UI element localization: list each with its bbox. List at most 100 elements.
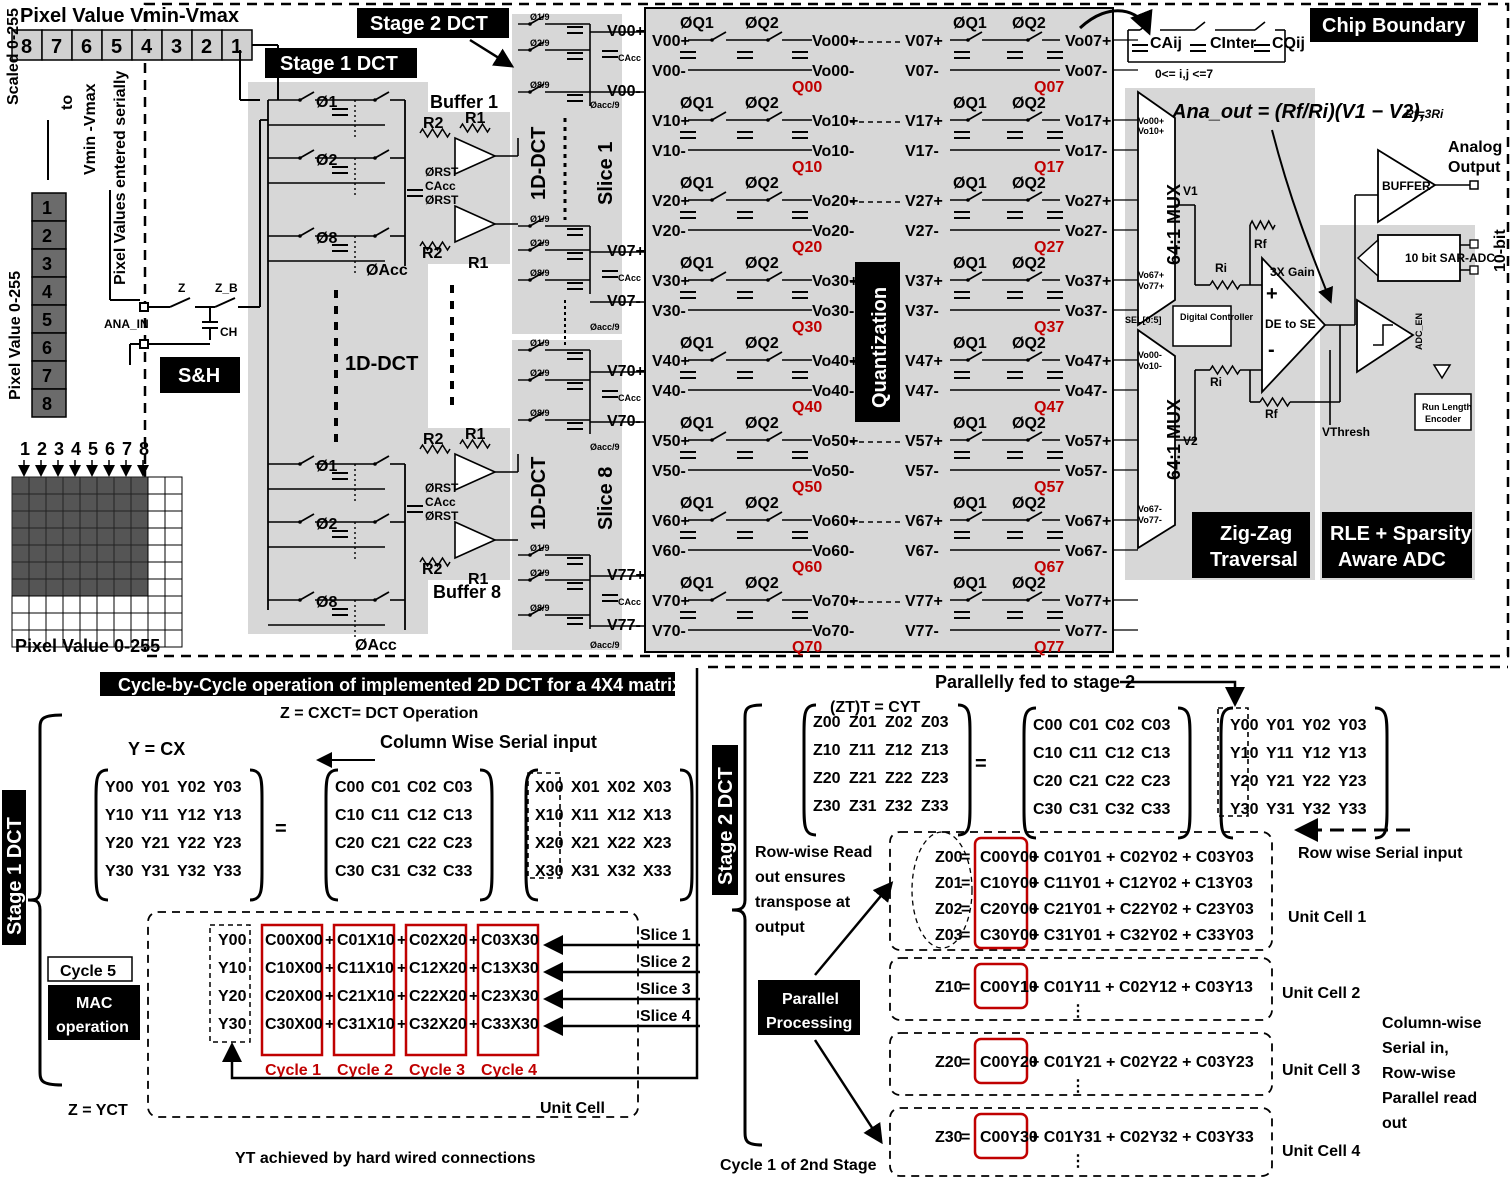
q-switch bbox=[767, 111, 783, 121]
pixel-num: 7 bbox=[42, 366, 52, 386]
q-vout: Vo60+ bbox=[812, 513, 858, 530]
z-matrix-entry: Z30 bbox=[813, 798, 841, 815]
q-index-left: Q50 bbox=[792, 479, 822, 496]
slice-switch bbox=[529, 606, 545, 616]
switch-node bbox=[966, 598, 970, 602]
q-vout-neg: Vo30- bbox=[812, 303, 854, 320]
cap-aij: CAij bbox=[1150, 35, 1182, 52]
grid-cell bbox=[113, 578, 132, 597]
c2-matrix-entry: C10 bbox=[1033, 745, 1062, 762]
mux-bottom-label: 64:1 MUX bbox=[1164, 399, 1184, 480]
q-vout: Vo10+ bbox=[812, 113, 858, 130]
cycle-label: Cycle 2 bbox=[337, 1062, 393, 1079]
stage1-brace bbox=[27, 713, 63, 1087]
x-matrix-entry: X33 bbox=[643, 863, 672, 880]
grid-cell bbox=[113, 493, 132, 512]
grid-cell bbox=[79, 510, 98, 529]
grid-cell bbox=[28, 561, 47, 580]
mux-in-4: Vo00- bbox=[1138, 350, 1162, 360]
grid-cell bbox=[147, 544, 166, 563]
phi-q1: ØQ1 bbox=[680, 255, 714, 272]
chip-boundary-label: Chip Boundary bbox=[1322, 15, 1466, 37]
mac-plus: + bbox=[397, 1016, 406, 1033]
slice-switch bbox=[529, 241, 545, 251]
chip-boundary-tag bbox=[1310, 8, 1478, 42]
q-switch bbox=[1027, 351, 1043, 361]
x-matrix-entry: X31 bbox=[571, 863, 600, 880]
phi-q1: ØQ1 bbox=[680, 175, 714, 192]
grid-cell bbox=[45, 595, 64, 614]
q-vin-neg: V10- bbox=[652, 143, 686, 160]
pixel-cell bbox=[31, 248, 67, 278]
pixel-cell bbox=[31, 360, 67, 390]
x-matrix-entry: X00 bbox=[535, 779, 564, 796]
switch-node bbox=[528, 278, 532, 282]
y-cx: Y = CX bbox=[128, 739, 185, 759]
y-matrix-entry: Y11 bbox=[141, 807, 169, 824]
q-switch bbox=[1027, 591, 1043, 601]
c2-matrix-entry: C23 bbox=[1141, 773, 1170, 790]
uc-c: C00Y30 bbox=[980, 1129, 1038, 1146]
de-to-se: DE to SE bbox=[1265, 317, 1316, 331]
switch-node bbox=[1026, 518, 1030, 522]
pixel-0-255-label: Pixel Value 0-255 bbox=[7, 271, 24, 400]
uc1-z: Z02 bbox=[935, 901, 963, 918]
y2-matrix-entry: Y22 bbox=[1302, 773, 1331, 790]
z-matrix-entry: Z31 bbox=[849, 798, 877, 815]
rle-block-label-2: Encoder bbox=[1425, 414, 1462, 424]
slice-phase: Ø8/9 bbox=[530, 408, 550, 418]
grid-header: 5 bbox=[88, 439, 98, 459]
phi-switch bbox=[299, 227, 315, 237]
grid-cell bbox=[96, 612, 115, 631]
comparator bbox=[1356, 298, 1415, 374]
q-vin-neg: V60- bbox=[652, 543, 686, 560]
slice-phase: Ø8/9 bbox=[530, 80, 550, 90]
slice-phase: Ø2/9 bbox=[530, 238, 550, 248]
q-vin-r: V37+ bbox=[905, 273, 943, 290]
c2-matrix-entry: C33 bbox=[1141, 801, 1170, 818]
y2-matrix-entry: Y33 bbox=[1338, 801, 1367, 818]
x-matrix-entry: X01 bbox=[571, 779, 600, 796]
grid-cell bbox=[130, 527, 149, 546]
sh-block bbox=[160, 357, 240, 393]
backend-circuit: +- bbox=[1113, 39, 1479, 631]
cap-inter: CInter bbox=[1210, 35, 1256, 52]
stage2-title-box bbox=[357, 8, 509, 38]
y-col-entry: Y10 bbox=[218, 960, 247, 977]
stage1-vlabel: Stage 1 DCT bbox=[4, 817, 26, 935]
y2-matrix-entry: Y11 bbox=[1266, 745, 1294, 762]
chip-boundary-box bbox=[143, 2, 1510, 658]
analog-output-2: Output bbox=[1448, 159, 1501, 176]
grid-cell bbox=[96, 595, 115, 614]
cap-bank bbox=[1127, 21, 1286, 63]
phi-q2: ØQ2 bbox=[1012, 15, 1046, 32]
z-eq: Z = CXCT= DCT Operation bbox=[280, 705, 478, 722]
switch-node bbox=[373, 520, 377, 524]
phi-switch bbox=[299, 455, 315, 465]
slice1-1d-label: 1D-DCT bbox=[528, 127, 550, 200]
q-switch bbox=[767, 191, 783, 201]
switch-node bbox=[966, 38, 970, 42]
mac-box bbox=[48, 985, 140, 1040]
pixel-num: 5 bbox=[42, 310, 52, 330]
grid-cell bbox=[45, 612, 64, 631]
q-index-left: Q30 bbox=[792, 319, 822, 336]
y-col-entry: Y00 bbox=[218, 932, 247, 949]
y2-matrix-entry: Y03 bbox=[1338, 717, 1367, 734]
q-vout-r-neg: Vo37- bbox=[1065, 303, 1107, 320]
grid-cell bbox=[62, 612, 81, 631]
phi-switch bbox=[374, 455, 390, 465]
ri-top: Ri bbox=[1215, 261, 1227, 275]
q-vin-neg: V40- bbox=[652, 383, 686, 400]
phi-q1: ØQ1 bbox=[680, 415, 714, 432]
switch-node bbox=[966, 438, 970, 442]
uc1-c: C10Y00 bbox=[980, 875, 1038, 892]
grid-cell bbox=[79, 493, 98, 512]
q-vin-r-neg: V07- bbox=[905, 63, 939, 80]
grid-cell bbox=[96, 561, 115, 580]
c2-matrix-bracket-right bbox=[1177, 706, 1192, 840]
grid-cell bbox=[62, 510, 81, 529]
q-vout-r: Vo57+ bbox=[1065, 433, 1111, 450]
switch-node bbox=[766, 198, 770, 202]
